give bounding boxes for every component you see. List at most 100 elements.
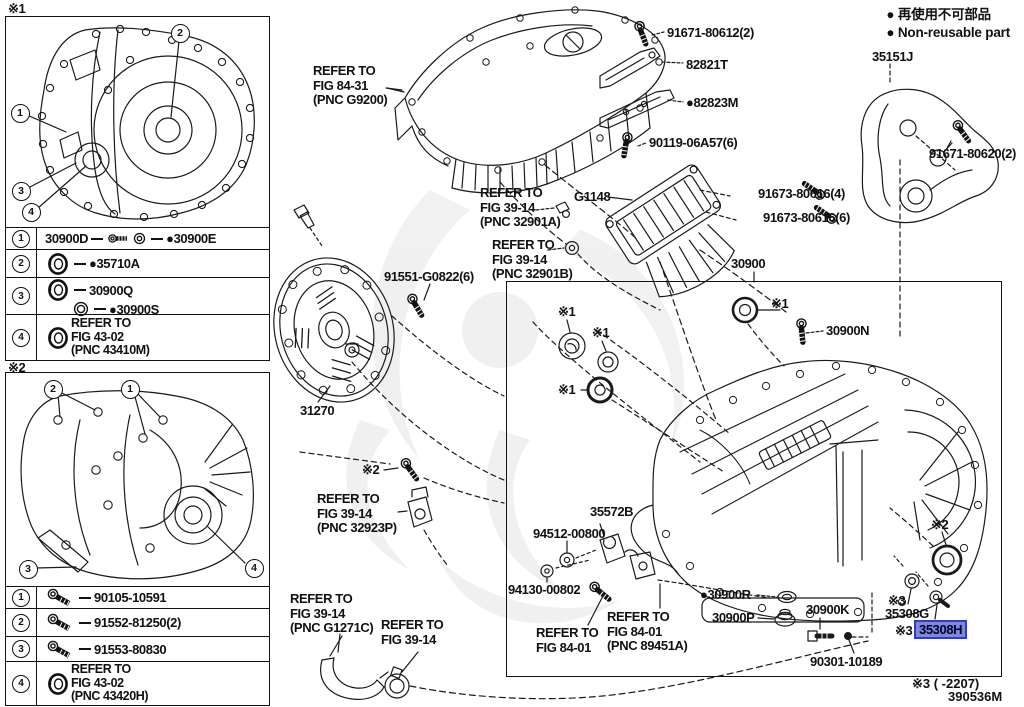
bracket-32923p: [397, 486, 449, 567]
label-30900p: 30900P: [712, 610, 755, 625]
label-g1148: G1148: [574, 189, 611, 204]
table-row: 4 REFER TO FIG 43-02 (PNC 43420H): [6, 662, 269, 705]
bottom-fasteners: [756, 590, 873, 654]
label-90119-06a57: 90119-06A57(6): [649, 135, 738, 150]
label-35308h[interactable]: 35308H: [914, 620, 968, 639]
marker-x3-b: ※3: [895, 623, 913, 638]
label-31270: 31270: [300, 403, 335, 418]
bolt-icon: [47, 640, 74, 659]
transaxle-drawing: [630, 359, 988, 623]
case-drawing-1: [26, 24, 255, 222]
label-refer-32901b: REFER TO FIG 39-14 (PNC 32901B): [492, 237, 573, 281]
case-drawing-2: [20, 390, 254, 580]
clamp-drawing: [379, 640, 869, 700]
marker-x2-a: ※2: [362, 462, 380, 477]
part-number-text: 91552-81250(2): [94, 615, 181, 630]
figure-code: 390536M: [948, 689, 1003, 704]
label-35572b: 35572B: [590, 504, 634, 519]
inverter-drawing: [386, 6, 666, 194]
callout-circle-1: 1: [12, 588, 30, 607]
marker-x2-b: ※2: [931, 517, 949, 532]
leader-dash: [151, 237, 164, 240]
callout-circle-4: 4: [12, 328, 30, 347]
label-82821t: 82821T: [686, 57, 728, 72]
callout-circle-2: 2: [12, 613, 30, 632]
callout-circle-3: 3: [12, 287, 30, 305]
oil-seal-icons: [532, 296, 963, 576]
table-row: 2 ●35710A: [6, 250, 269, 278]
callout-circle-3: 3: [18, 559, 38, 579]
grommet-icon: [133, 232, 146, 245]
leader-dash: [91, 237, 104, 240]
part-number-text: ●30900S: [109, 301, 159, 317]
label-94130-00802: 94130-00802: [508, 582, 581, 597]
label-refer-fig84-31: REFER TO FIG 84-31 (PNC G9200): [313, 63, 388, 107]
bracket-82821t-drawing: [599, 47, 661, 89]
table-row: 1 90105-10591: [6, 587, 269, 609]
side-cover-drawing: [860, 63, 999, 341]
leader-dash: [79, 596, 91, 599]
table-row: 2 91552-81250(2): [6, 609, 269, 637]
marker-x1-b: ※1: [592, 325, 610, 340]
label-refer-32923p: REFER TO FIG 39-14 (PNC 32923P): [317, 491, 397, 535]
callout-circle-1: 1: [10, 103, 30, 123]
bolt-icon: [47, 613, 74, 632]
bolt-30900n: [790, 317, 824, 343]
footnote-applicability: ※3 ( -2207): [912, 676, 980, 691]
bolt-x2: [299, 451, 505, 504]
part-number-text: ●35710A: [89, 256, 140, 271]
marker-x3-a: ※3: [888, 593, 906, 608]
label-refer-fig84-01: REFER TO FIG 84-01: [536, 625, 599, 655]
label-30900r: ●30900R: [700, 587, 751, 602]
label-refer-89451a: REFER TO FIG 84-01 (PNC 89451A): [607, 609, 688, 653]
label-82823m: ●82823M: [686, 95, 739, 110]
oil-seal-icon: [47, 279, 69, 301]
callout-circle-2: 2: [12, 254, 30, 273]
right-small-parts: [893, 555, 950, 620]
leader-dash: [79, 621, 91, 624]
marker-x1-c: ※1: [558, 382, 576, 397]
label-94512-00800: 94512-00800: [533, 526, 606, 541]
part-number-text: REFER TO FIG 43-02 (PNC 43410M): [71, 316, 150, 358]
label-90301-10189: 90301-10189: [810, 654, 883, 669]
label-30900k: 30900K: [806, 602, 850, 617]
leader-dash: [74, 289, 86, 291]
main-assembly-box: [506, 281, 1002, 677]
callout-circle-4: 4: [244, 558, 264, 578]
leader-dash: [79, 648, 91, 650]
callout-circle-2: 2: [43, 379, 63, 399]
oil-seal-icon: [47, 327, 69, 349]
label-35151j: 35151J: [872, 49, 913, 64]
label-91673-80616-6: 91673-80616(6): [763, 210, 850, 225]
part-number-text: 30900D: [45, 231, 89, 246]
marker-x1-d: ※1: [771, 296, 789, 311]
label-refer-g1271c: REFER TO FIG 39-14 (PNC G1271C): [290, 591, 374, 635]
leader-lines: [337, 31, 952, 653]
part-number-text: 91553-80830: [94, 641, 167, 657]
legend-line-jp: ● 再使用不可部品: [886, 7, 991, 22]
callout-circle-3: 3: [12, 640, 30, 658]
part-number-text: REFER TO FIG 43-02 (PNC 43420H): [71, 662, 149, 704]
label-91671-80612: 91671-80612(2): [667, 25, 754, 40]
label-91673-80616-4: 91673-80616(4): [758, 186, 845, 201]
table-row: 4 REFER TO FIG 43-02 (PNC 43410M): [6, 315, 269, 360]
parts-table-2: 1 90105-10591 2 91552-81250(2) 3 91553-80830 4…: [5, 586, 270, 706]
watermark: [346, 190, 685, 624]
callout-circle-4: 4: [12, 674, 30, 693]
legend-line-en: ● Non-reusable part: [886, 25, 1010, 40]
inset1-marker: ※1: [8, 1, 26, 16]
marker-x1-a: ※1: [558, 304, 576, 319]
non-reusable-legend: ● 再使用不可部品 ● Non-reusable part: [886, 6, 1010, 42]
callout-circle-3: 3: [11, 181, 31, 201]
part-number-text: 90105-10591: [94, 590, 167, 605]
label-35308g: 35308G: [885, 606, 929, 621]
leader-dash: [74, 262, 86, 265]
hose-drawing: [320, 635, 385, 700]
callout-circle-1: 1: [120, 379, 140, 399]
callout-circle-4: 4: [21, 202, 41, 222]
